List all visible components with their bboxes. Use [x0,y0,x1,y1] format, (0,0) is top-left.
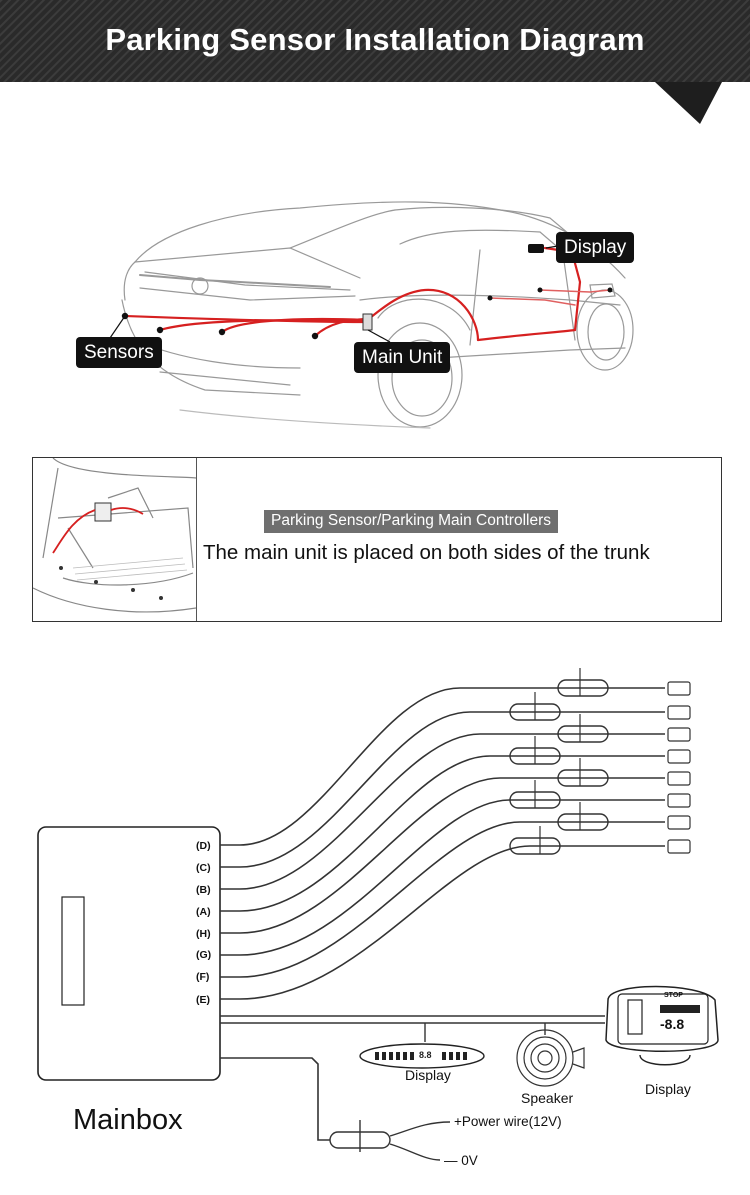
power-wire-label: +Power wire(12V) [454,1114,562,1129]
sensors-callout: Sensors [76,337,162,368]
display-screen-label: Display [645,1081,691,1097]
port-label-c: (C) [196,862,211,874]
page-title: Parking Sensor Installation Diagram [105,22,645,57]
car-illustration [109,201,634,429]
port-label-f: (F) [196,971,210,983]
mainbox-enclosure [37,826,221,1081]
port-label-h: (H) [196,928,211,940]
main-unit-callout: Main Unit [354,342,451,373]
speaker-label: Speaker [521,1090,574,1106]
display-screen-stop: STOP [664,992,683,999]
trunk-panel: Parking Sensor/Parking Main Controllers … [32,457,722,622]
port-label-d: (D) [196,840,211,852]
port-label-g: (G) [196,949,212,961]
display-screen-drawing [605,985,719,1066]
display-screen-readout: -8.8 [660,1016,685,1032]
port-label-a: (A) [196,906,211,918]
display-callout: Display [556,232,635,263]
port-label-b: (B) [196,884,211,896]
display-bar [359,1043,485,1069]
trunk-caption: The main unit is placed on both sides of… [203,541,650,564]
trunk-photo [33,458,197,621]
display-bar-label: Display [405,1067,451,1083]
wiring-diagram [37,668,719,1161]
banner-background [0,0,750,124]
mainbox-label: Mainbox [73,1104,183,1136]
trunk-tag: Parking Sensor/Parking Main Controllers [264,510,558,533]
header-banner: Parking Sensor Installation Diagram [0,0,750,124]
ground-wire-label: — 0V [444,1153,478,1168]
speaker-drawing [516,1029,585,1087]
port-label-e: (E) [196,994,210,1006]
display-bar-readout: 8.8 [419,1050,432,1060]
mainbox-window [61,896,85,1006]
